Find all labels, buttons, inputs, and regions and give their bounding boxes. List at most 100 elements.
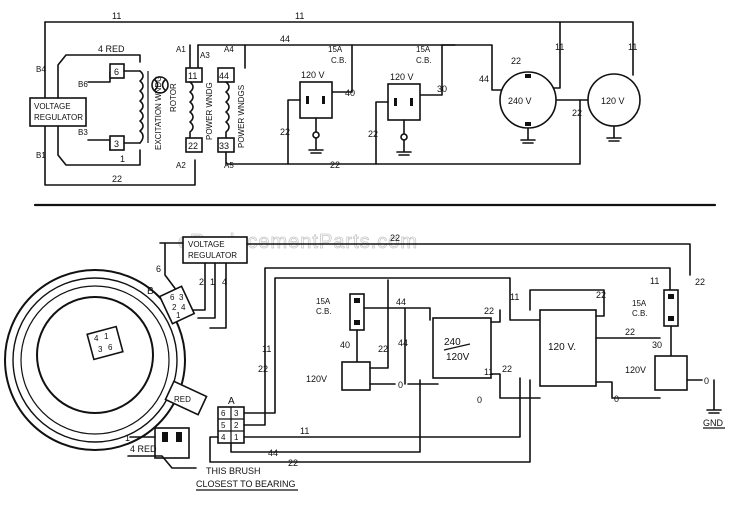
top-outlet-1-lead-22 — [287, 99, 301, 165]
plug-a-pin-6: 6 — [221, 409, 226, 418]
top-term-b6: B6 — [78, 80, 88, 89]
note-line2: CLOSEST TO BEARING — [196, 479, 296, 489]
plug-b — [158, 285, 196, 325]
top-vr-line2: REGULATOR — [34, 113, 83, 122]
top-term-a2: A2 — [176, 161, 186, 170]
top-term-b4: B4 — [36, 65, 46, 74]
red-component — [164, 380, 208, 416]
top-wire-22-label: 22 — [112, 174, 122, 184]
top-label-rotor: ROTOR — [169, 83, 178, 112]
top-wire-44-label-b: 44 — [479, 74, 489, 84]
plug-a-pin-1: 1 — [234, 433, 239, 442]
top-cb2-label-a: 15A — [416, 45, 431, 54]
bottom-wire-11-b: 11 — [650, 276, 659, 286]
top-wire-11-label-c: 11 — [628, 42, 637, 52]
top-term-a1: A1 — [176, 45, 186, 54]
plug-b-pin-4: 4 — [181, 303, 186, 312]
top-voltage-regulator — [29, 97, 87, 127]
bottom-cb1-label-a: 15A — [316, 297, 331, 306]
rotor-plug — [86, 325, 124, 361]
plug-b-pin-3: 3 — [179, 293, 184, 302]
top-outlet-2 — [387, 83, 421, 121]
top-wire-11 — [44, 21, 634, 76]
generator-ring-2 — [12, 277, 178, 443]
top-cb1-lead — [331, 44, 353, 93]
top-vr-line1: VOLTAGE — [34, 102, 71, 111]
plug-a-pin-3: 3 — [234, 409, 239, 418]
plug-a-pin-4: 4 — [221, 433, 226, 442]
bottom-wire-11-d: 11 — [510, 292, 519, 302]
bottom-wire-44-b — [363, 307, 431, 321]
bottom-cb2-label-b: C.B. — [632, 309, 648, 318]
rotor-pin-6: 6 — [108, 343, 113, 352]
top-wire-4red-label: 4 RED — [98, 44, 125, 54]
top-cb1-label-b: C.B. — [331, 56, 347, 65]
top-outlet-240-label: 240 V — [508, 96, 532, 106]
bottom-wire-40-label: 40 — [340, 340, 350, 350]
top-outlet-240-22: 22 — [511, 56, 521, 66]
top-term-33: 33 — [219, 141, 229, 151]
top-outlet-4-ground — [606, 125, 622, 142]
top-excitation-coil — [139, 70, 144, 144]
top-outlet-1-label: 120 V — [301, 70, 325, 80]
top-cb1-label-a: 15A — [328, 45, 343, 54]
top-outlet-2-22: 22 — [368, 129, 378, 139]
top-term-3: 3 — [114, 139, 119, 149]
bottom-voltage-regulator — [182, 236, 248, 264]
bottom-outlet-left-label: 120V — [306, 374, 327, 384]
plug-a-pin-2: 2 — [234, 421, 239, 430]
top-wire-22-label-b: 22 — [330, 160, 340, 170]
top-pw1-leads — [189, 44, 199, 69]
top-cb2-label-b: C.B. — [416, 56, 432, 65]
bottom-wire-0-a: 0 — [398, 380, 403, 390]
top-power-coil-2 — [225, 81, 230, 139]
bottom-pictorial: VOLTAGE REGULATOR 22 22 6 2 1 4 4 1 3 6 … — [4, 233, 725, 491]
bottom-wire-1-label: 1 — [210, 277, 215, 287]
top-exc-to-coil — [123, 70, 141, 144]
bottom-wire-22-f: 22 — [484, 306, 494, 316]
top-term-22: 22 — [188, 141, 198, 151]
plug-b-pin-2: 2 — [172, 303, 177, 312]
bottom-wire-11-lower — [243, 377, 521, 438]
bottom-wire-0-c: 0 — [614, 394, 619, 404]
bottom-outlet-240-120-label: 120V — [446, 352, 470, 363]
bottom-outlet-240 — [432, 317, 492, 379]
top-wire-1 — [57, 125, 141, 166]
top-label-power-2: POWER WNDGS — [237, 85, 246, 148]
plug-a-label: A — [228, 396, 235, 407]
bottom-wire-22-a: 22 — [258, 364, 268, 374]
bottom-outlet-right-label: 120V — [625, 365, 646, 375]
bottom-wire-22-h: 22 — [596, 290, 606, 300]
bottom-wire-2 — [189, 262, 206, 311]
bottom-wire-6-label: 6 — [156, 264, 161, 274]
top-term-b1: B1 — [36, 151, 46, 160]
top-wire-22-label-c: 22 — [572, 108, 582, 118]
bottom-wire-11-e: 11 — [484, 367, 493, 377]
top-wire-22-right — [225, 99, 581, 165]
top-term-box-22 — [185, 137, 203, 153]
top-outlet-1-ground — [308, 117, 324, 154]
bottom-wire-44-a: 44 — [268, 448, 278, 458]
bottom-wire-11-main — [243, 267, 671, 426]
top-power-coil-1 — [189, 81, 194, 139]
top-wire-40-label: 40 — [345, 88, 355, 98]
top-outlet-4-label: 120 V — [601, 96, 625, 106]
bottom-cb2-label-a: 15A — [632, 299, 647, 308]
top-term-11: 11 — [188, 71, 197, 81]
gnd-label: GND — [703, 418, 724, 428]
top-term-44: 44 — [219, 71, 229, 81]
plug-a-pin-5: 5 — [221, 421, 226, 430]
bottom-wire-4-label: 4 — [222, 277, 227, 287]
bottom-wire-22-c — [209, 379, 531, 463]
bottom-wire-22-top — [246, 243, 691, 276]
bottom-vr-line1: VOLTAGE — [188, 240, 225, 249]
bottom-wire-11-c: 11 — [300, 426, 309, 436]
plug-b-pin-6: 6 — [170, 293, 175, 302]
bottom-wire-6 — [159, 242, 184, 296]
bottom-outlet-center — [539, 309, 597, 387]
top-wire-30-label: 30 — [437, 84, 447, 94]
top-outlet-1-22: 22 — [280, 127, 290, 137]
bottom-wire-44-b-label: 44 — [396, 297, 406, 307]
top-wire-11-label-b: 11 — [295, 11, 304, 21]
